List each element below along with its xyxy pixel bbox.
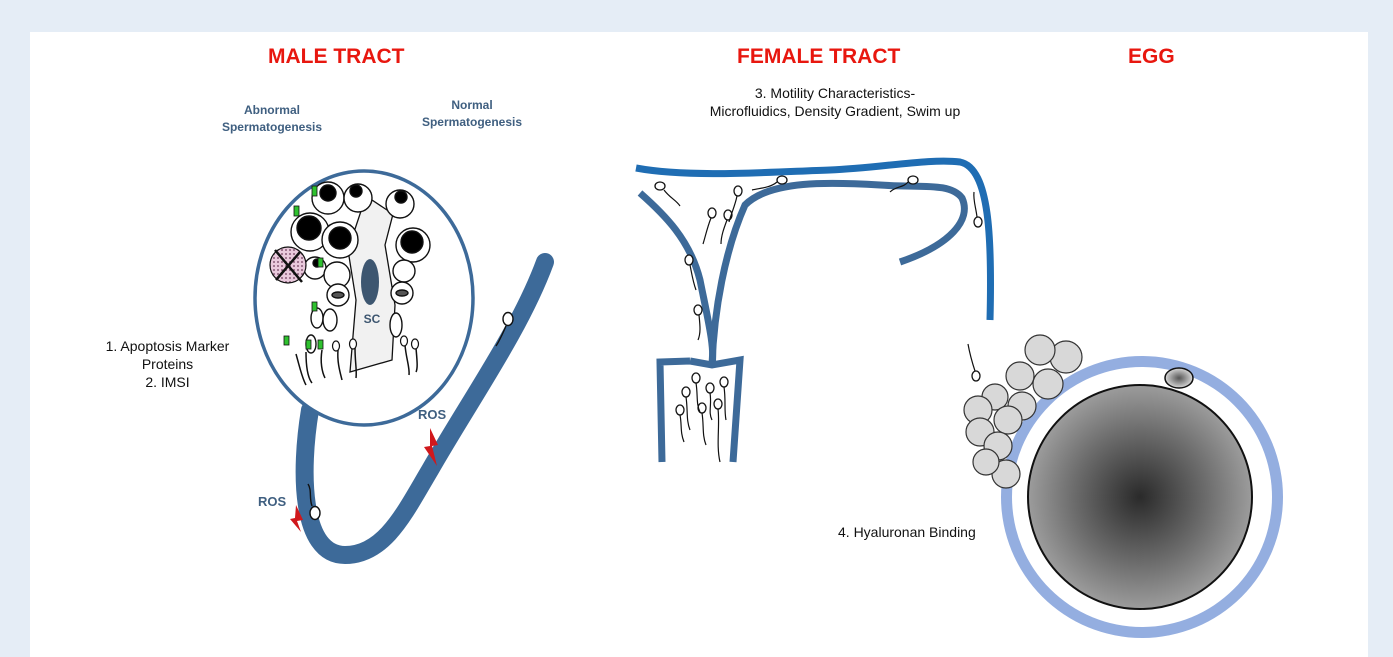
method-3-label: 3. Motility Characteristics- Microfluidi… bbox=[660, 84, 1010, 120]
polar-body bbox=[1165, 368, 1193, 388]
egg-title: EGG bbox=[1128, 45, 1175, 69]
method-4-label: 4. Hyaluronan Binding bbox=[838, 523, 976, 541]
normal-spermatogenesis-label: Normal Spermatogenesis bbox=[412, 97, 532, 131]
abnormal-spermatogenesis-label: Abnormal Spermatogenesis bbox=[212, 102, 332, 136]
uterus-left-wall bbox=[640, 193, 713, 365]
ros-label-upper: ROS bbox=[418, 407, 446, 422]
sertoli-nucleus bbox=[361, 259, 379, 305]
ros-label-lower: ROS bbox=[258, 494, 286, 509]
method-1-2-label: 1. Apoptosis Marker Proteins 2. IMSI bbox=[100, 337, 235, 391]
sertoli-cell-label: SC bbox=[360, 311, 384, 328]
uterus-right-wall bbox=[712, 183, 964, 365]
male-tract-title: MALE TRACT bbox=[268, 45, 404, 69]
female-tract-title: FEMALE TRACT bbox=[737, 45, 900, 69]
oocyte bbox=[1028, 385, 1252, 609]
egg-sperm bbox=[972, 371, 980, 381]
